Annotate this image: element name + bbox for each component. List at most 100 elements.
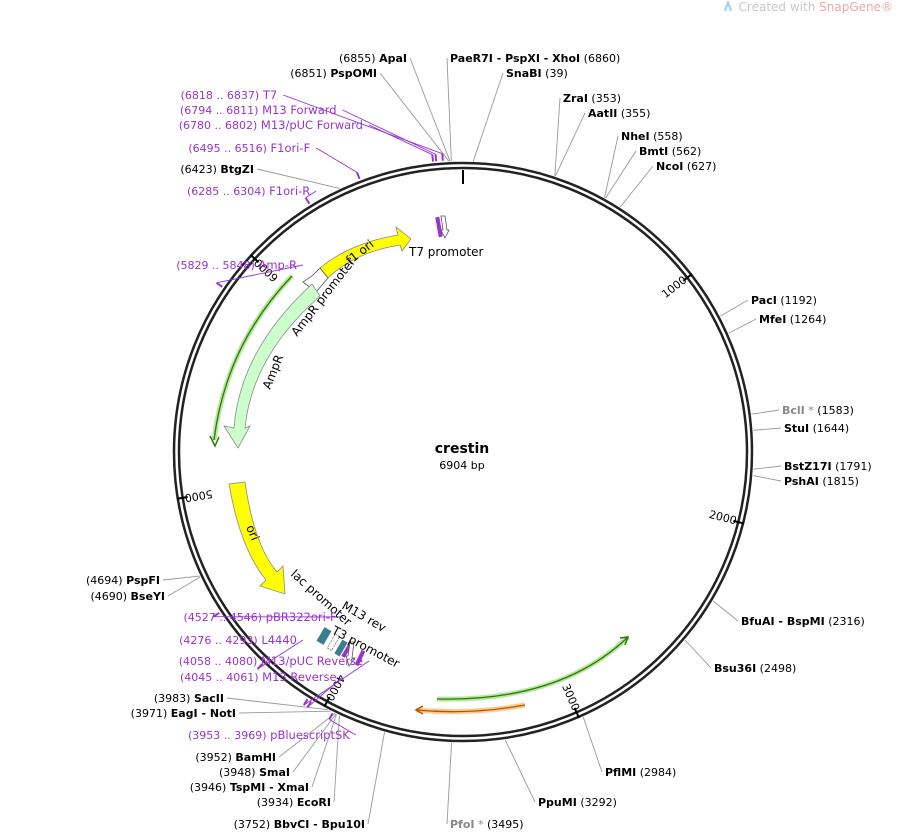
enzyme-line-bmti: [605, 150, 637, 199]
primer-line-pbluescriptsk: [329, 719, 357, 736]
primer-label-m13-puc-reverse[interactable]: (4058 .. 4080) M13/pUC Reverse: [179, 654, 363, 668]
enzyme-line-eagi-noti: [238, 710, 331, 714]
primer-name: T7: [262, 88, 277, 102]
enzyme-label-sacii[interactable]: (3983) SacII: [154, 692, 224, 705]
enzyme-name: NcoI: [656, 160, 683, 173]
ampr-arrow[interactable]: [223, 283, 321, 449]
orf-bottom-head-icon: [619, 636, 630, 646]
plasmid-name: crestin: [435, 441, 490, 457]
primer-label-f1ori-r[interactable]: (6285 .. 6304) F1ori-R: [187, 184, 310, 198]
enzyme-line-pshai: [752, 475, 782, 482]
enzyme-label-btgzi[interactable]: (6423) BtgZI: [180, 163, 254, 176]
tick-label-3000: 3000: [559, 682, 582, 713]
enzyme-label-pflmi[interactable]: PflMI (2984): [605, 766, 676, 779]
f1-ori-arrow[interactable]: [319, 225, 412, 279]
enzyme-label-bsu36i[interactable]: Bsu36I (2498): [714, 662, 796, 675]
primer-name: pBluescriptSK: [270, 728, 350, 742]
primer-label-pbluescriptsk[interactable]: (3953 .. 3969) pBluescriptSK: [188, 728, 350, 742]
enzyme-label-aatii[interactable]: AatII (355): [588, 107, 650, 120]
enzyme-label-bfuai-bspmi[interactable]: BfuAI - BspMI (2316): [741, 615, 865, 628]
enzyme-label-bcli[interactable]: BclI * (1583): [782, 404, 854, 417]
orf-left-head-icon: [209, 435, 220, 448]
primer-label-m13-forward[interactable]: (6794 .. 6811) M13 Forward: [180, 103, 337, 117]
primer-name: F1ori-R: [269, 184, 310, 198]
enzyme-name: PpuMI: [538, 796, 577, 809]
enzyme-label-mfei[interactable]: MfeI (1264): [759, 313, 826, 326]
primer-name: M13 Forward: [262, 103, 336, 117]
primer-line-f1ori-f: [315, 147, 358, 173]
enzyme-label-smai[interactable]: (3948) SmaI: [219, 766, 290, 779]
enzyme-line-zrai: [554, 97, 561, 176]
enzyme-label-zrai[interactable]: ZraI (353): [563, 92, 621, 105]
primer-mark-pbr322ori-f: [212, 612, 220, 618]
enzyme-label-snabi[interactable]: SnaBI (39): [506, 67, 568, 80]
enzyme-label-bmti[interactable]: BmtI (562): [639, 145, 701, 158]
primer-mark-m13-forward: [434, 154, 438, 162]
enzyme-position: (3952): [195, 751, 235, 764]
enzyme-label-ecori[interactable]: (3934) EcoRI: [257, 796, 331, 809]
enzyme-position: (2316): [828, 615, 865, 628]
enzyme-position: (562): [672, 145, 702, 158]
primer-line-f1ori-r: [305, 190, 317, 199]
snapgene-watermark: Created with SnapGene®: [723, 0, 893, 14]
tick-5000: [176, 496, 188, 500]
enzyme-line-mfei: [728, 318, 757, 334]
enzyme-label-eagi-noti[interactable]: (3971) EagI - NotI: [131, 707, 236, 720]
enzyme-line-ppumi: [504, 739, 536, 803]
enzyme-name: PspFI: [126, 574, 160, 587]
enzyme-label-bstz17i[interactable]: BstZ17I (1791): [784, 460, 872, 473]
enzyme-label-ppumi[interactable]: PpuMI (3292): [538, 796, 617, 809]
enzyme-name: PflMI: [605, 766, 636, 779]
enzyme-name: BfuAI - BspMI: [741, 615, 825, 628]
primer-range: (6495 .. 6516): [188, 142, 267, 155]
enzyme-name: SacII: [194, 692, 224, 705]
primer-name: F1ori-F: [271, 141, 311, 155]
enzyme-line-aatii: [554, 112, 586, 177]
enzyme-label-ncoi[interactable]: NcoI (627): [656, 160, 716, 173]
t3-promoter-arrow[interactable]: [345, 641, 356, 667]
primer-range: (4058 .. 4080): [179, 655, 258, 668]
enzyme-line-apai: [409, 57, 451, 162]
enzyme-label-paer7i-pspxi-xhoi[interactable]: PaeR7I - PspXI - XhoI (6860): [450, 52, 620, 65]
enzyme-label-paci[interactable]: PacI (1192): [751, 294, 817, 307]
enzyme-label-nhei[interactable]: NheI (558): [621, 130, 683, 143]
primer-mark-m13-puc-reverse: [302, 698, 309, 706]
enzyme-label-bamhi[interactable]: (3952) BamHI: [195, 751, 276, 764]
enzyme-label-bseyi[interactable]: (4690) BseYI: [90, 590, 165, 603]
orf-orange-line: [415, 704, 526, 713]
primer-line-t7: [283, 94, 443, 155]
enzyme-label-tspmi-xmai[interactable]: (3946) TspMI - XmaI: [190, 781, 309, 794]
primer-name: pBR322ori-F: [266, 610, 337, 624]
enzyme-label-bbvci-bpu10i[interactable]: (3752) BbvCI - Bpu10I: [234, 818, 365, 831]
primer-label-m13-reverse[interactable]: (4045 .. 4061) M13 Reverse: [180, 670, 337, 684]
enzyme-line-sacii: [226, 697, 328, 711]
primer-label-l4440[interactable]: (4276 .. 4293) L4440: [179, 633, 297, 647]
enzyme-label-pspomi[interactable]: (6851) PspOMI: [290, 67, 377, 80]
enzyme-label-pfoi[interactable]: PfoI * (3495): [450, 818, 524, 831]
enzyme-line-stui: [753, 427, 782, 431]
m13rev-mark: [334, 639, 348, 657]
ori-arrow[interactable]: [228, 481, 286, 595]
tick-3000: [573, 707, 580, 719]
enzyme-label-pspfi[interactable]: (4694) PspFI: [86, 574, 160, 587]
primer-line-m13-forward: [342, 109, 436, 155]
primer-label-amp-r[interactable]: (5829 .. 5848) Amp-R: [176, 258, 297, 272]
t7-primer-mark: [435, 216, 443, 238]
primer-label-pbr322ori-f[interactable]: (4527 .. 4546) pBR322ori-F: [184, 610, 337, 624]
primer-label-t7[interactable]: (6818 .. 6837) T7: [181, 88, 278, 102]
primer-line-m13-puc-reverse: [303, 660, 370, 706]
enzyme-label-stui[interactable]: StuI (1644): [784, 422, 849, 435]
primer-label-m13-puc-forward[interactable]: (6780 .. 6802) M13/pUC Forward: [179, 118, 363, 132]
enzyme-label-apai[interactable]: (6855) ApaI: [339, 52, 407, 65]
enzyme-position: (627): [687, 160, 717, 173]
orf-bottom-arc[interactable]: [436, 635, 630, 702]
backbone-inner: [177, 166, 749, 738]
enzyme-label-pshai[interactable]: PshAI (1815): [784, 475, 859, 488]
enzyme-name: ZraI: [563, 92, 588, 105]
primer-mark-f1ori-f: [356, 172, 361, 180]
enzyme-position: (2984): [640, 766, 677, 779]
primer-label-f1ori-f[interactable]: (6495 .. 6516) F1ori-F: [188, 141, 310, 155]
enzyme-name: SmaI: [259, 766, 290, 779]
t7-promoter-arrow[interactable]: [440, 215, 450, 239]
